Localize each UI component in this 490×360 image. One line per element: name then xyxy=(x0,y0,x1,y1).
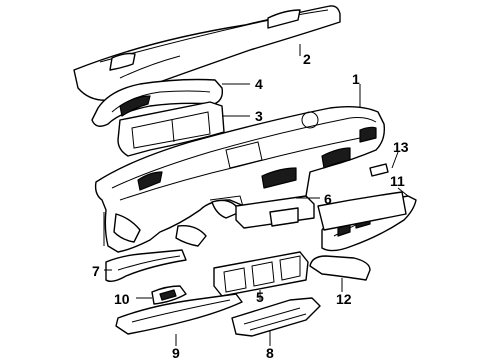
part-7-left-trim xyxy=(105,249,187,283)
callout-6: 6 xyxy=(324,191,332,207)
callout-labels: 2 4 3 1 13 11 6 7 10 5 12 9 8 xyxy=(92,51,409,360)
callout-13: 13 xyxy=(393,139,409,155)
callout-9: 9 xyxy=(172,345,180,360)
leader-11 xyxy=(397,187,409,197)
callout-5: 5 xyxy=(256,289,264,305)
callout-7: 7 xyxy=(92,263,100,279)
part-12-right-trim xyxy=(309,255,371,281)
part-5-center-bezel xyxy=(213,251,309,297)
callout-11: 11 xyxy=(390,173,405,189)
callout-1: 1 xyxy=(352,71,360,87)
part-2-dash-pad xyxy=(73,5,341,101)
part-1-instrument-panel xyxy=(94,105,386,253)
part-8-lower-panel xyxy=(231,297,321,337)
callout-4: 4 xyxy=(255,76,263,92)
callout-10: 10 xyxy=(114,291,130,307)
leader-13 xyxy=(391,151,399,169)
part-10-insert xyxy=(151,285,187,305)
part-6-glove-box xyxy=(235,191,407,231)
callout-8: 8 xyxy=(266,345,274,360)
part-13-clip xyxy=(369,163,389,177)
callout-2: 2 xyxy=(303,51,311,67)
leader-lines xyxy=(104,44,409,346)
callout-12: 12 xyxy=(336,291,352,307)
part-9-knee-bolster xyxy=(115,293,243,335)
part-3-cluster-housing xyxy=(117,101,225,157)
callout-3: 3 xyxy=(255,108,263,124)
